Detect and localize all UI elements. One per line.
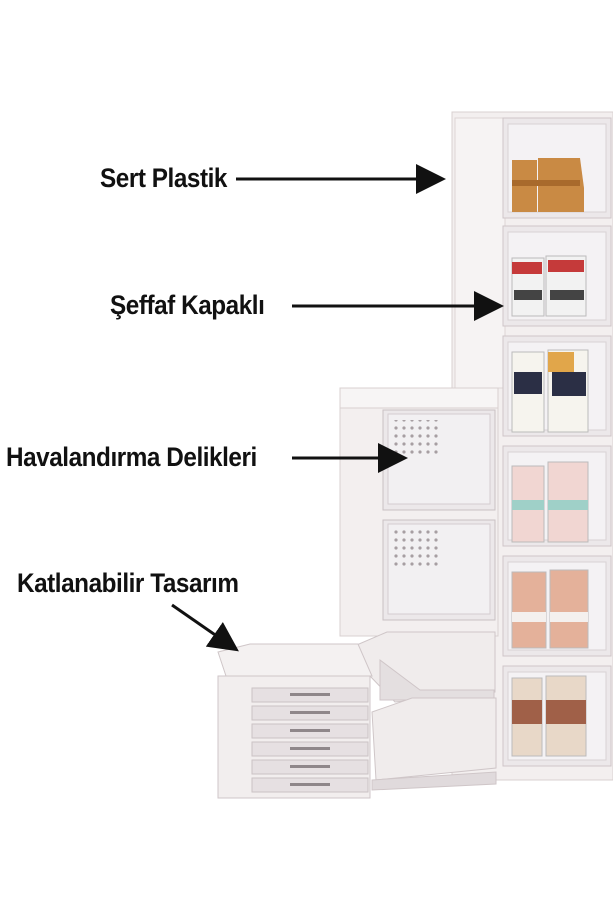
tower-box-1 [502, 117, 612, 219]
label-transparent-lid: Şeffaf Kapaklı [110, 290, 265, 320]
vented-box-2 [382, 519, 496, 621]
folded-stack [217, 643, 373, 799]
tower-box-5 [502, 555, 612, 657]
tower-box-6 [502, 665, 612, 767]
tower-box-3 [502, 335, 612, 437]
label-ventilation-holes: Havalandırma Delikleri [6, 442, 257, 472]
tall-shoe-tower [451, 111, 613, 781]
medium-shoe-tower [339, 387, 499, 637]
tower-box-2 [502, 225, 612, 327]
tower-box-4 [502, 445, 612, 547]
label-hard-plastic: Sert Plastik [100, 163, 227, 193]
arrow-foldable-design [171, 603, 239, 652]
label-foldable-design: Katlanabilir Tasarım [17, 568, 239, 598]
vented-box-1 [382, 409, 496, 511]
folding-panels [344, 631, 497, 791]
